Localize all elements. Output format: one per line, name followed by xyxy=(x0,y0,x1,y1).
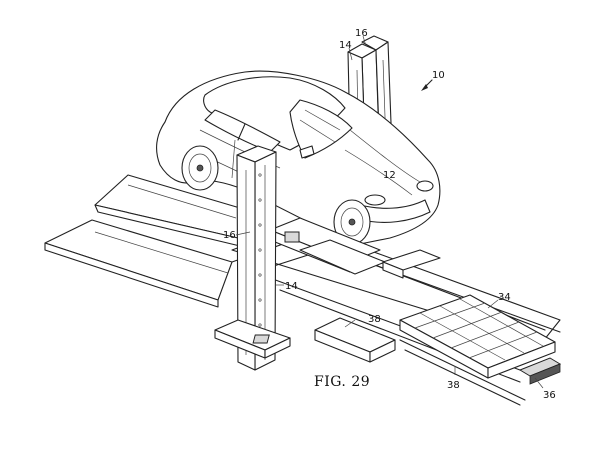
front-lift-column xyxy=(214,145,291,371)
lift-carriage xyxy=(269,217,386,275)
lift-track-frame xyxy=(231,224,561,406)
ref-38-lower: 38 xyxy=(447,380,460,391)
battery-pack xyxy=(399,294,562,385)
ref-16-top: 16 xyxy=(355,28,368,39)
leader-lines xyxy=(235,35,544,389)
entry-ramps xyxy=(44,174,241,308)
battery-exchange-platform xyxy=(252,249,441,363)
ref-14-top: 14 xyxy=(339,40,352,51)
ref-38-upper: 38 xyxy=(368,314,381,325)
ref-14-front: 14 xyxy=(285,281,298,292)
ref-16-front: 16 xyxy=(223,230,236,241)
ref-34: 34 xyxy=(498,292,511,303)
ref-12: 12 xyxy=(383,170,396,181)
ref-10: 10 xyxy=(432,70,445,81)
vehicle xyxy=(156,70,441,245)
figure-caption: FIG. 29 xyxy=(314,374,370,390)
ref-36: 36 xyxy=(543,390,556,401)
